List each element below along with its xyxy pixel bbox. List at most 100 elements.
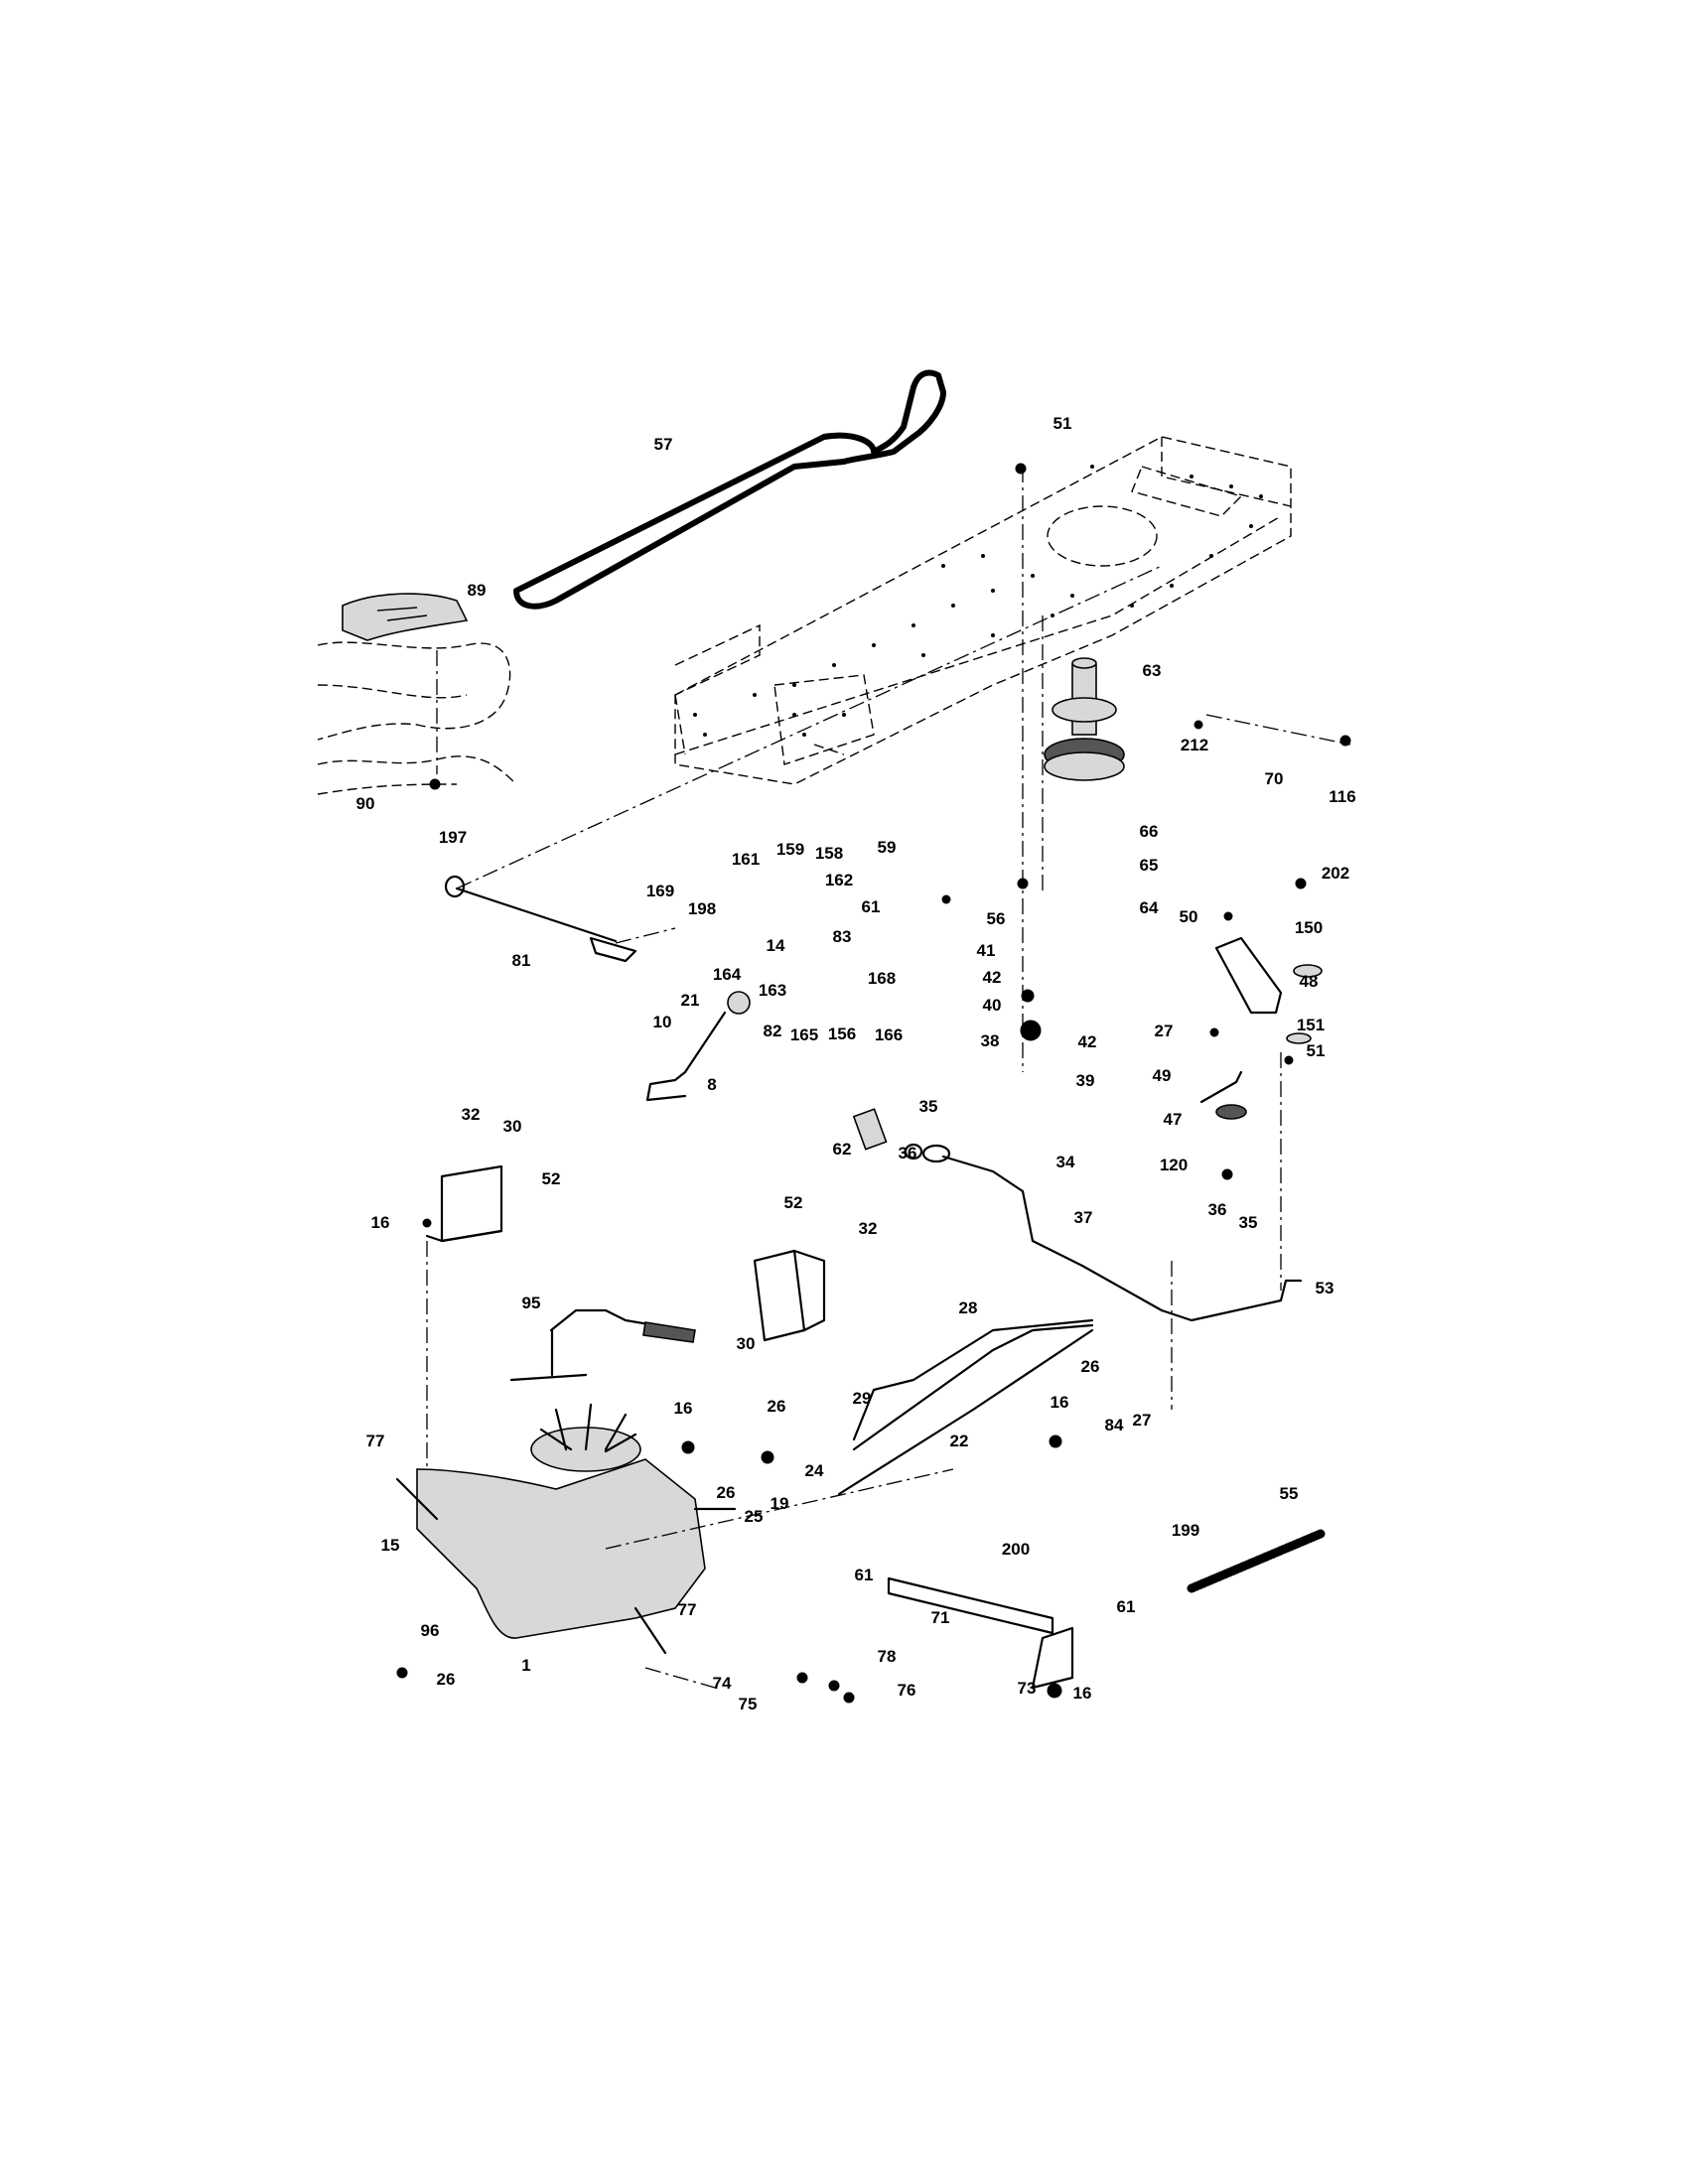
callout-19: 19 xyxy=(771,1494,789,1513)
callout-158: 158 xyxy=(815,844,843,863)
callout-200: 200 xyxy=(1002,1540,1030,1559)
callout-28: 28 xyxy=(959,1298,978,1317)
callout-38: 38 xyxy=(981,1031,1000,1050)
callout-198: 198 xyxy=(688,899,716,918)
hardware xyxy=(396,463,1351,1704)
callout-51: 51 xyxy=(1307,1041,1326,1060)
callout-199: 199 xyxy=(1172,1521,1199,1540)
callout-37: 37 xyxy=(1074,1208,1093,1227)
callout-197: 197 xyxy=(439,828,467,847)
callout-49: 49 xyxy=(1153,1066,1172,1085)
callout-61: 61 xyxy=(1117,1597,1136,1616)
callout-61: 61 xyxy=(862,897,881,916)
callout-83: 83 xyxy=(833,927,852,946)
callout-63: 63 xyxy=(1143,661,1162,680)
callout-30: 30 xyxy=(737,1334,756,1353)
transaxle xyxy=(395,1403,737,1655)
callout-26: 26 xyxy=(768,1397,786,1416)
tractor-frame xyxy=(674,436,1292,785)
callout-22: 22 xyxy=(950,1432,969,1450)
body-panel xyxy=(317,641,517,795)
callout-164: 164 xyxy=(713,965,742,984)
callout-78: 78 xyxy=(878,1647,897,1666)
bracket-30-mid xyxy=(753,1249,826,1342)
callout-71: 71 xyxy=(931,1608,950,1627)
callout-90: 90 xyxy=(356,794,375,813)
callout-168: 168 xyxy=(868,969,896,988)
lever-95 xyxy=(509,1308,696,1382)
callout-116: 116 xyxy=(1329,787,1355,806)
callout-61: 61 xyxy=(855,1566,874,1584)
cross-shaft-34 xyxy=(852,1108,1303,1322)
callout-59: 59 xyxy=(878,838,897,857)
callout-40: 40 xyxy=(983,996,1002,1015)
callout-29: 29 xyxy=(853,1389,872,1408)
callout-26: 26 xyxy=(437,1670,456,1689)
callout-57: 57 xyxy=(654,435,673,454)
callout-24: 24 xyxy=(805,1461,824,1480)
callout-202: 202 xyxy=(1322,864,1349,883)
callout-25: 25 xyxy=(745,1507,764,1526)
callout-165: 165 xyxy=(790,1025,818,1044)
bracket-30-left xyxy=(425,1164,503,1243)
callout-16: 16 xyxy=(1073,1684,1092,1703)
callout-120: 120 xyxy=(1160,1156,1188,1174)
callout-166: 166 xyxy=(875,1025,903,1044)
callout-77: 77 xyxy=(678,1600,697,1619)
callout-36: 36 xyxy=(899,1144,917,1162)
callout-76: 76 xyxy=(898,1681,916,1700)
callout-50: 50 xyxy=(1180,907,1198,926)
callout-26: 26 xyxy=(1081,1357,1100,1376)
callout-156: 156 xyxy=(828,1024,856,1043)
callout-150: 150 xyxy=(1295,918,1323,937)
shift-rod-81 xyxy=(444,875,637,963)
callout-16: 16 xyxy=(674,1399,693,1418)
callout-8: 8 xyxy=(707,1075,716,1094)
callout-51: 51 xyxy=(1053,414,1072,433)
rod-28 xyxy=(852,1318,1094,1451)
callout-32: 32 xyxy=(462,1105,481,1124)
callout-70: 70 xyxy=(1265,769,1284,788)
callout-16: 16 xyxy=(371,1213,390,1232)
callout-96: 96 xyxy=(421,1621,440,1640)
callout-26: 26 xyxy=(717,1483,736,1502)
callout-32: 32 xyxy=(859,1219,878,1238)
callout-56: 56 xyxy=(987,909,1006,928)
callout-161: 161 xyxy=(732,850,760,869)
callout-75: 75 xyxy=(739,1695,758,1713)
callout-66: 66 xyxy=(1140,822,1159,841)
callout-64: 64 xyxy=(1140,898,1159,917)
drive-belt xyxy=(513,369,946,610)
callout-10: 10 xyxy=(653,1013,672,1031)
callout-159: 159 xyxy=(776,840,804,859)
spring-55 xyxy=(1187,1529,1326,1593)
callout-48: 48 xyxy=(1300,972,1319,991)
callout-53: 53 xyxy=(1316,1279,1334,1297)
callout-42: 42 xyxy=(983,968,1002,987)
assembly-lines xyxy=(426,565,1351,1689)
idler-arm-48 xyxy=(1199,936,1323,1291)
idler-pulley-assembly xyxy=(1022,467,1125,1072)
callout-212: 212 xyxy=(1181,736,1208,754)
callout-35: 35 xyxy=(1239,1213,1258,1232)
callout-27: 27 xyxy=(1133,1411,1152,1430)
callout-41: 41 xyxy=(977,941,996,960)
callout-82: 82 xyxy=(764,1022,782,1040)
shift-lever-8 xyxy=(645,991,751,1102)
callout-169: 169 xyxy=(646,882,674,900)
callout-77: 77 xyxy=(366,1432,385,1450)
callout-1: 1 xyxy=(521,1656,530,1675)
callout-162: 162 xyxy=(825,871,853,889)
callout-74: 74 xyxy=(713,1674,732,1693)
callout-81: 81 xyxy=(512,951,531,970)
callout-84: 84 xyxy=(1105,1416,1124,1434)
callout-35: 35 xyxy=(919,1097,938,1116)
callout-30: 30 xyxy=(503,1117,522,1136)
callout-42: 42 xyxy=(1078,1032,1097,1051)
callout-65: 65 xyxy=(1140,856,1159,875)
callout-52: 52 xyxy=(542,1169,561,1188)
rod-22 xyxy=(837,1328,1094,1496)
callout-47: 47 xyxy=(1164,1110,1183,1129)
callout-27: 27 xyxy=(1155,1022,1174,1040)
